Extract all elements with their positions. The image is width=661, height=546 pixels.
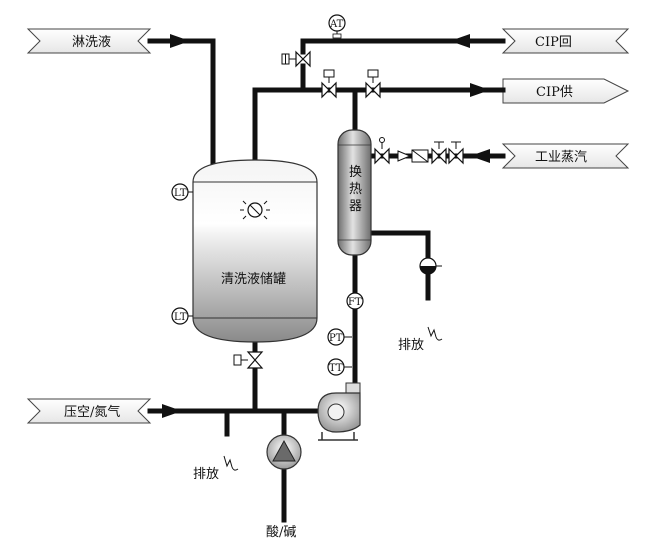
flow-arrows	[162, 34, 490, 418]
drain-left-label: 排放	[193, 467, 219, 482]
cip-supply-label: CIP供	[536, 85, 573, 100]
svg-text:LT: LT	[174, 312, 187, 323]
steam-valve-train[interactable]	[374, 137, 464, 165]
valve-cip-return[interactable]	[281, 50, 311, 68]
svg-text:PT: PT	[329, 333, 343, 344]
cip-return-box: CIP回	[501, 28, 630, 54]
cip-return-label: CIP回	[535, 35, 572, 50]
spray-ball-icon	[240, 200, 270, 220]
steam-label: 工业蒸汽	[535, 150, 587, 165]
svg-text:FT: FT	[348, 297, 362, 308]
valve-cip-supply-2[interactable]	[365, 69, 381, 99]
steam-box: 工业蒸汽	[501, 143, 630, 169]
rinse-label: 淋洗液	[72, 35, 111, 50]
svg-text:LT: LT	[174, 188, 187, 199]
acid-alkali-label: 酸/碱	[266, 525, 296, 540]
instrument-pt: PT	[327, 328, 352, 346]
instrument-at: AT	[328, 14, 346, 39]
instrument-tt: TT	[327, 358, 352, 376]
instrument-lt-bottom: LT	[171, 307, 193, 325]
cip-supply-box: CIP供	[502, 78, 630, 104]
rinse-stream-box: 淋洗液	[26, 28, 152, 54]
centrifugal-pump	[317, 382, 361, 441]
drain-left: 排放	[193, 455, 239, 482]
drain-right: 排放	[398, 326, 443, 353]
tank-label: 清洗液储罐	[221, 272, 286, 287]
dosing-pump	[266, 434, 302, 470]
valve-tank-bottom[interactable]	[233, 351, 264, 369]
heat-exchanger-label-3: 器	[349, 199, 362, 214]
heat-exchanger-label-1: 换	[349, 165, 362, 180]
svg-text:AT: AT	[329, 19, 344, 30]
air-nitrogen-label: 压空/氮气	[64, 404, 120, 420]
cleaning-solution-tank: 清洗液储罐	[192, 159, 318, 343]
valve-cip-supply-1[interactable]	[321, 69, 337, 99]
instrument-ft: FT	[346, 292, 364, 310]
heat-exchanger: 换 热 器	[337, 129, 372, 256]
instrument-lt-top: LT	[171, 183, 193, 201]
svg-text:TT: TT	[329, 363, 343, 374]
drain-right-label: 排放	[398, 338, 424, 353]
air-nitrogen-box: 压空/氮气	[26, 398, 152, 424]
heat-exchanger-label-2: 热	[349, 182, 362, 197]
steam-trap-icon	[419, 257, 442, 275]
